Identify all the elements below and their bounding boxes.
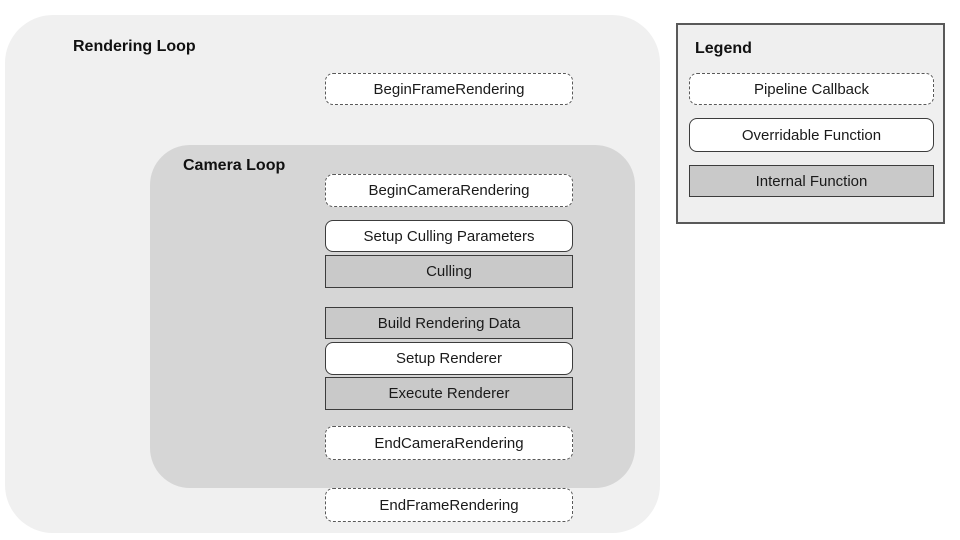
- legend-item-internal-function: Internal Function: [689, 165, 934, 197]
- node-setup-culling-parameters: Setup Culling Parameters: [325, 220, 573, 252]
- rendering-loop-title: Rendering Loop: [73, 38, 196, 55]
- node-begin-camera-rendering: BeginCameraRendering: [325, 174, 573, 207]
- legend-title: Legend: [695, 40, 752, 57]
- node-execute-renderer: Execute Renderer: [325, 377, 573, 410]
- camera-loop-title: Camera Loop: [183, 157, 286, 174]
- node-culling: Culling: [325, 255, 573, 288]
- node-end-frame-rendering: EndFrameRendering: [325, 488, 573, 522]
- node-end-camera-rendering: EndCameraRendering: [325, 426, 573, 460]
- node-begin-frame-rendering: BeginFrameRendering: [325, 73, 573, 105]
- legend-item-overridable-function: Overridable Function: [689, 118, 934, 152]
- node-setup-renderer: Setup Renderer: [325, 342, 573, 375]
- node-build-rendering-data: Build Rendering Data: [325, 307, 573, 339]
- legend-panel: Legend Pipeline Callback Overridable Fun…: [676, 23, 945, 224]
- legend-item-pipeline-callback: Pipeline Callback: [689, 73, 934, 105]
